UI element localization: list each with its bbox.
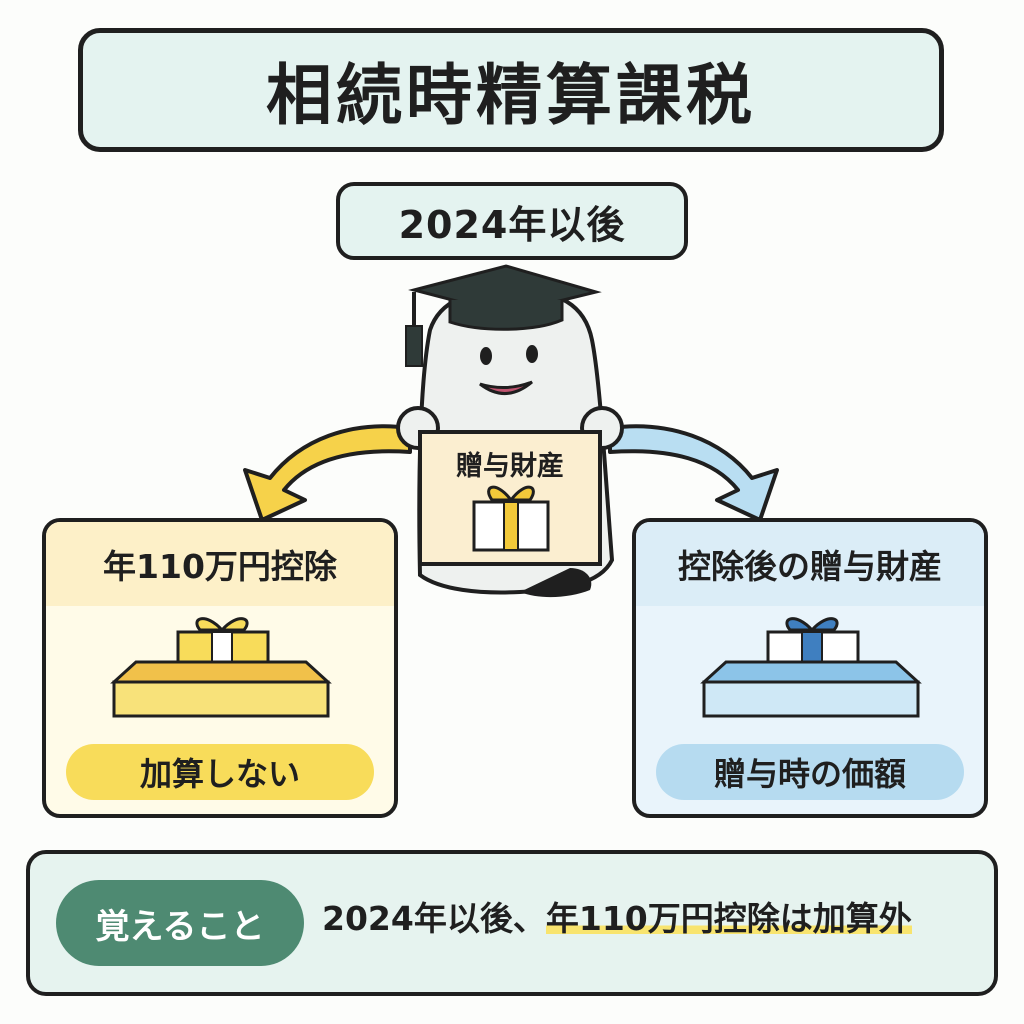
- left-arrow: [243, 424, 412, 522]
- right-panel-heading: 控除後の贈与財産: [636, 522, 984, 606]
- gift-in-tray-icon: [700, 617, 922, 718]
- left-panel-heading: 年110万円控除: [46, 522, 394, 606]
- memo-box: 覚えること 2024年以後、年110万円控除は加算外: [26, 850, 998, 996]
- gift-in-tray-icon: [110, 617, 332, 718]
- gift-icon: [472, 485, 550, 552]
- right-arrow: [608, 424, 779, 522]
- memo-tag: 覚えること: [56, 880, 304, 966]
- right-panel: 控除後の贈与財産 贈与時の価額: [632, 518, 988, 818]
- page-title: 相続時精算課税: [266, 57, 756, 134]
- left-panel-result: 加算しない: [66, 744, 374, 800]
- memo-text-plain: 2024年以後、: [322, 899, 546, 938]
- period-box: 2024年以後: [336, 182, 688, 260]
- left-panel: 年110万円控除 加算しない: [42, 518, 398, 818]
- memo-text: 2024年以後、年110万円控除は加算外: [322, 892, 912, 940]
- right-panel-result: 贈与時の価額: [656, 744, 964, 800]
- graduation-cap-icon: [405, 264, 602, 367]
- period-label: 2024年以後: [398, 202, 626, 247]
- mascot-label: 贈与財産: [456, 451, 564, 482]
- memo-text-highlight: 年110万円控除は加算外: [545, 899, 912, 938]
- title-box: 相続時精算課税: [78, 28, 944, 152]
- mascot-illustration: [243, 264, 779, 598]
